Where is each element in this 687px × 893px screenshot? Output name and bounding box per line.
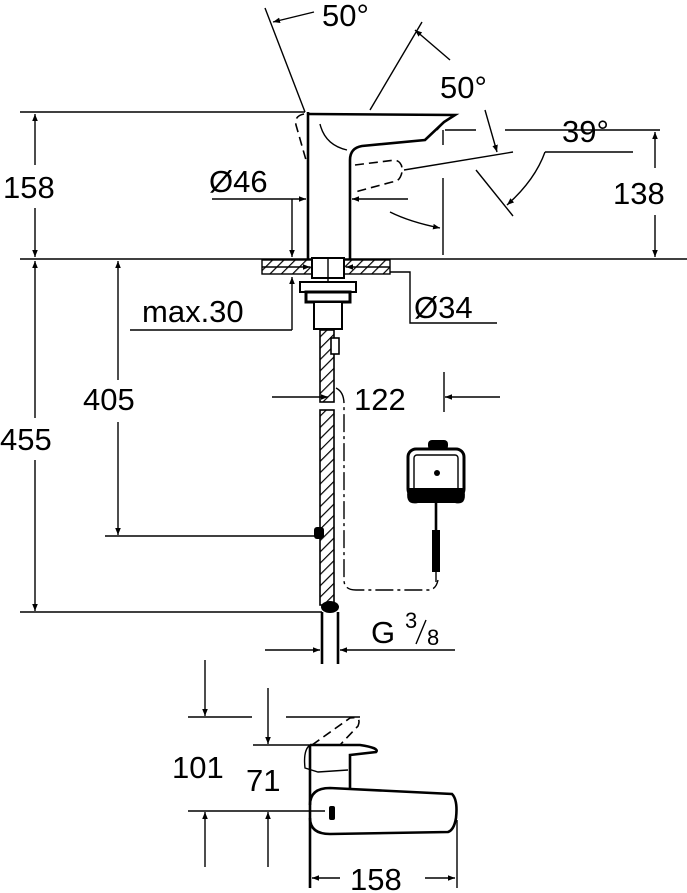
dimension-122: 122 (272, 372, 500, 417)
countertop-section (261, 257, 391, 330)
reference-lines (20, 111, 687, 260)
dimension-138-height: 138 (613, 132, 665, 257)
label-122: 122 (354, 382, 406, 417)
label-fraction-num: 3 (405, 608, 417, 633)
label-angle-50-spout: 50° (440, 70, 487, 105)
label-fraction-den: 8 (427, 625, 439, 650)
dimension-405: 405 (83, 261, 318, 537)
angle-top-50: 50° (264, 0, 451, 113)
label-158-width: 158 (350, 862, 402, 893)
control-box-icon (406, 440, 466, 582)
sensor-cable (335, 387, 439, 591)
dimension-158-height: 158 (3, 114, 55, 257)
label-455: 455 (0, 422, 52, 457)
dimension-g-3-8: G 3 8 (265, 608, 455, 653)
faucet-plan-view (303, 716, 458, 888)
supply-hose (314, 329, 340, 664)
label-101: 101 (172, 750, 224, 785)
label-138: 138 (613, 176, 665, 211)
label-diameter-34: Ø34 (414, 290, 473, 325)
dimension-max-30: max.30 (130, 277, 295, 331)
label-angle-39: 39° (562, 114, 609, 149)
dimension-101: 101 (172, 660, 360, 867)
dimension-455: 455 (0, 261, 322, 613)
dimension-71: 71 (246, 688, 310, 867)
faucet-body-side: Ø46 (209, 112, 460, 259)
label-g: G (371, 615, 395, 650)
label-71: 71 (246, 763, 280, 798)
label-405: 405 (83, 382, 135, 417)
dimension-diameter-34: Ø34 (390, 271, 497, 325)
label-diameter-46: Ø46 (209, 164, 268, 199)
label-angle-50-top: 50° (322, 0, 369, 33)
angle-lever-39: 39° (475, 114, 633, 217)
label-158: 158 (3, 170, 55, 205)
angle-spout-50: 50° (403, 70, 514, 171)
label-max-30: max.30 (142, 294, 244, 329)
dimension-158-width: 158 (312, 862, 455, 893)
